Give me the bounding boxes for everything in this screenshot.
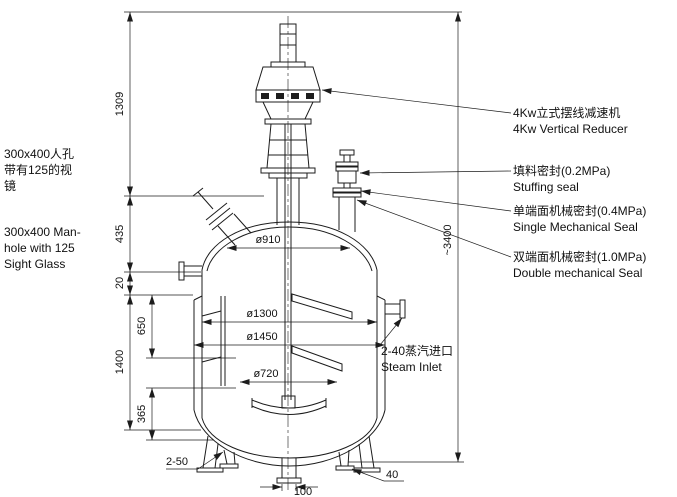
dimension-labels: 1309 435 20 650 1400 365 ~3400 ø910 ø130… — [114, 92, 454, 497]
dim-100: 100 — [294, 486, 312, 497]
double-seal-label-en: Double mechanical Seal — [513, 266, 642, 280]
reducer-vent-slot — [291, 93, 299, 99]
dim-650: 650 — [136, 317, 148, 335]
dim-435: 435 — [114, 225, 126, 243]
extension-lines — [124, 11, 464, 491]
reducer-label-cn: 4Kw立式摆线减速机 — [513, 105, 620, 120]
callout-leaders — [166, 88, 512, 482]
dim-2-50: 2-50 — [166, 456, 188, 468]
single-seal-label-cn: 单端面机械密封(0.4MPa) — [513, 203, 646, 218]
agitator — [251, 293, 353, 415]
dim-dia-1450: ø1450 — [246, 331, 277, 343]
dim-overall-height: ~3400 — [442, 225, 454, 256]
dim-dia-1300: ø1300 — [246, 308, 277, 320]
manhole-label-en-1: 300x400 Man- — [4, 225, 81, 239]
dim-20: 20 — [114, 277, 126, 289]
reducer-vent-slot — [261, 93, 269, 99]
steam-inlet-nozzle — [399, 299, 406, 319]
dim-40: 40 — [386, 469, 398, 481]
dim-1309: 1309 — [114, 92, 126, 116]
double-seal-label-cn: 双端面机械密封(1.0MPa) — [513, 249, 646, 264]
manhole-label-en-2: hole with 125 — [4, 241, 75, 255]
dim-365: 365 — [136, 405, 148, 423]
bottom-left-nozzle — [219, 463, 239, 469]
nozzles — [178, 261, 406, 484]
vessel-shell — [201, 221, 378, 459]
stuffing-seal-label-cn: 填料密封(0.2MPa) — [513, 163, 610, 178]
dimension-lines — [127, 12, 461, 490]
baffle — [201, 296, 226, 386]
dim-dia-910: ø910 — [255, 234, 280, 246]
manhole-label-cn-2: 带有125的视 — [4, 162, 72, 177]
callout-labels: 4Kw立式摆线减速机 4Kw Vertical Reducer 填料密封(0.2… — [4, 105, 646, 374]
drive-assembly — [255, 23, 321, 400]
single-seal-label-en: Single Mechanical Seal — [513, 220, 638, 234]
manhole-label-cn-1: 300x400人孔 — [4, 147, 74, 161]
bottom-outlet-nozzle — [276, 477, 302, 484]
left-shell-nozzle — [178, 261, 185, 281]
reducer-vent-slot — [306, 93, 314, 99]
jacket — [193, 295, 386, 467]
dim-dia-720: ø720 — [253, 368, 278, 380]
reducer-label-en: 4Kw Vertical Reducer — [513, 122, 628, 136]
reducer-vent-slot — [276, 93, 284, 99]
mechanical-seal-stack — [332, 149, 362, 232]
bottom-right-nozzle — [335, 465, 355, 471]
support-legs — [196, 435, 381, 473]
steam-inlet-label-en: Steam Inlet — [381, 360, 442, 374]
steam-inlet-label-cn: 2-40蒸汽进口 — [381, 343, 453, 358]
manhole-label-cn-3: 镜 — [4, 178, 16, 193]
manhole-nozzle — [192, 187, 252, 246]
dim-1400: 1400 — [114, 350, 126, 374]
manhole-label-en-3: Sight Glass — [4, 257, 65, 271]
stuffing-seal-label-en: Stuffing seal — [513, 180, 579, 194]
